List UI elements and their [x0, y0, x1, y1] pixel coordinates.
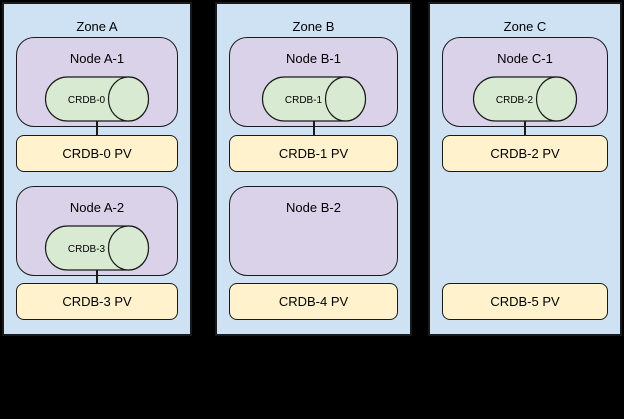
- pv-b1-box: CRDB-1 PV: [229, 135, 398, 172]
- pv-b1-label: CRDB-1 PV: [278, 146, 349, 161]
- db-to-pv-connector: [96, 121, 98, 136]
- database-cylinder-icon: CRDB-3: [44, 225, 150, 271]
- node-a2-box: Node A-2 CRDB-3: [16, 186, 178, 276]
- database-cylinder-icon: CRDB-2: [472, 76, 578, 122]
- node-a1-label: Node A-1: [69, 51, 125, 66]
- node-b2-box: Node B-2: [229, 186, 398, 276]
- db-a2-label: CRDB-3: [68, 244, 106, 255]
- zone-b-box: Zone B Node B-1 CRDB-1 CRDB-1 PV Node B-…: [215, 2, 412, 336]
- zone-b-title: Zone B: [292, 19, 335, 34]
- zone-a-title: Zone A: [76, 19, 118, 34]
- pv-c2-box: CRDB-5 PV: [442, 283, 608, 320]
- db-to-pv-connector: [312, 121, 315, 136]
- pv-a2-box: CRDB-3 PV: [16, 283, 178, 320]
- node-c1-label: Node C-1: [497, 51, 553, 66]
- zone-c-title: Zone C: [503, 19, 547, 34]
- db-b1-label: CRDB-1: [284, 95, 322, 106]
- db-a1-label: CRDB-0: [68, 95, 106, 106]
- node-b2-label: Node B-2: [286, 200, 341, 215]
- db-to-pv-connector: [524, 121, 526, 136]
- pv-c1-label: CRDB-2 PV: [490, 146, 560, 161]
- pv-a1-box: CRDB-0 PV: [16, 135, 178, 172]
- pv-c1-box: CRDB-2 PV: [442, 135, 608, 172]
- zone-c-box: Zone C Node C-1 CRDB-2 CRDB-2 PV CRDB-5 …: [428, 2, 622, 336]
- node-b1-label: Node B-1: [286, 51, 341, 66]
- pv-a1-label: CRDB-0 PV: [62, 146, 132, 161]
- database-cylinder-icon: CRDB-1: [261, 76, 366, 122]
- pv-a2-label: CRDB-3 PV: [62, 294, 132, 309]
- pv-c2-label: CRDB-5 PV: [490, 294, 560, 309]
- node-a2-label: Node A-2: [69, 200, 125, 215]
- db-to-pv-connector: [96, 270, 98, 284]
- node-c1-box: Node C-1 CRDB-2: [442, 37, 608, 127]
- pv-b2-label: CRDB-4 PV: [278, 294, 349, 309]
- zone-a-box: Zone A Node A-1 CRDB-0 CRDB-0 PV Node A-…: [2, 2, 192, 336]
- node-a1-box: Node A-1 CRDB-0: [16, 37, 178, 127]
- pv-b2-box: CRDB-4 PV: [229, 283, 398, 320]
- database-cylinder-icon: CRDB-0: [44, 76, 150, 122]
- node-b1-box: Node B-1 CRDB-1: [229, 37, 398, 127]
- db-c1-label: CRDB-2: [496, 95, 534, 106]
